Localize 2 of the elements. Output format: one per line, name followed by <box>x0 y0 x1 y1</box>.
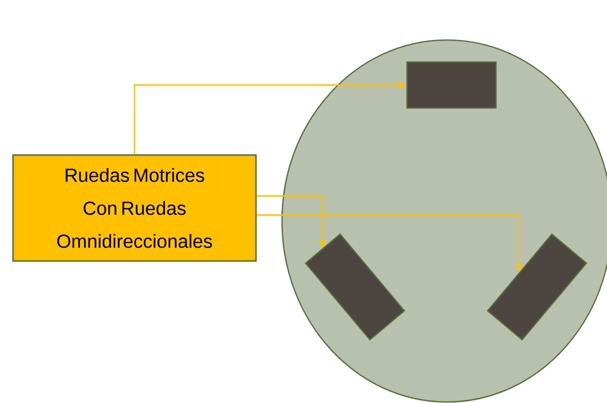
label-box: Ruedas Motrices Con Ruedas Omnidireccionales <box>12 154 257 262</box>
wheel-block <box>406 61 497 109</box>
